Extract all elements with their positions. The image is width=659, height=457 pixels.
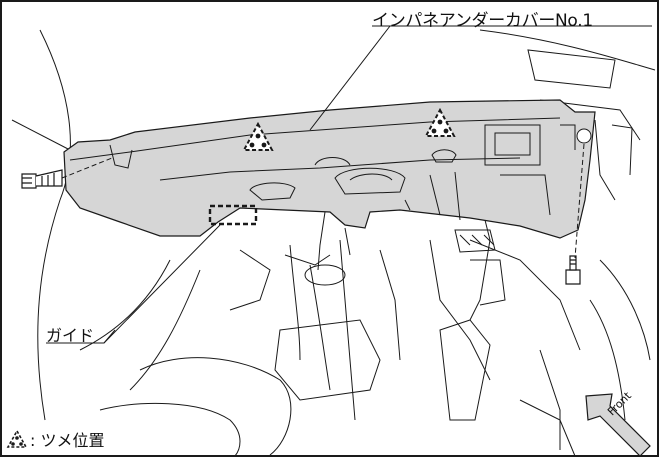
legend-text: : ツメ位置 <box>30 431 105 450</box>
legend: : ツメ位置 <box>6 427 104 451</box>
claw-triangle-icon <box>424 107 456 137</box>
claw-triangle-icon <box>242 121 274 151</box>
guide-label: ガイド <box>46 326 95 345</box>
claw-triangle-icon <box>6 429 28 448</box>
background-linework <box>11 29 656 457</box>
panel-details <box>69 117 576 221</box>
fastener-guide-lines <box>61 143 585 259</box>
under-cover-panel <box>63 99 596 239</box>
screw-icon <box>565 255 581 285</box>
leader-lines <box>46 25 652 344</box>
screw-icon <box>21 169 63 189</box>
steering-column <box>304 211 351 286</box>
front-arrow-icon <box>585 393 651 457</box>
screw-hole <box>576 128 592 144</box>
part-name-label: インパネアンダーカバーNo.1 <box>372 11 593 31</box>
